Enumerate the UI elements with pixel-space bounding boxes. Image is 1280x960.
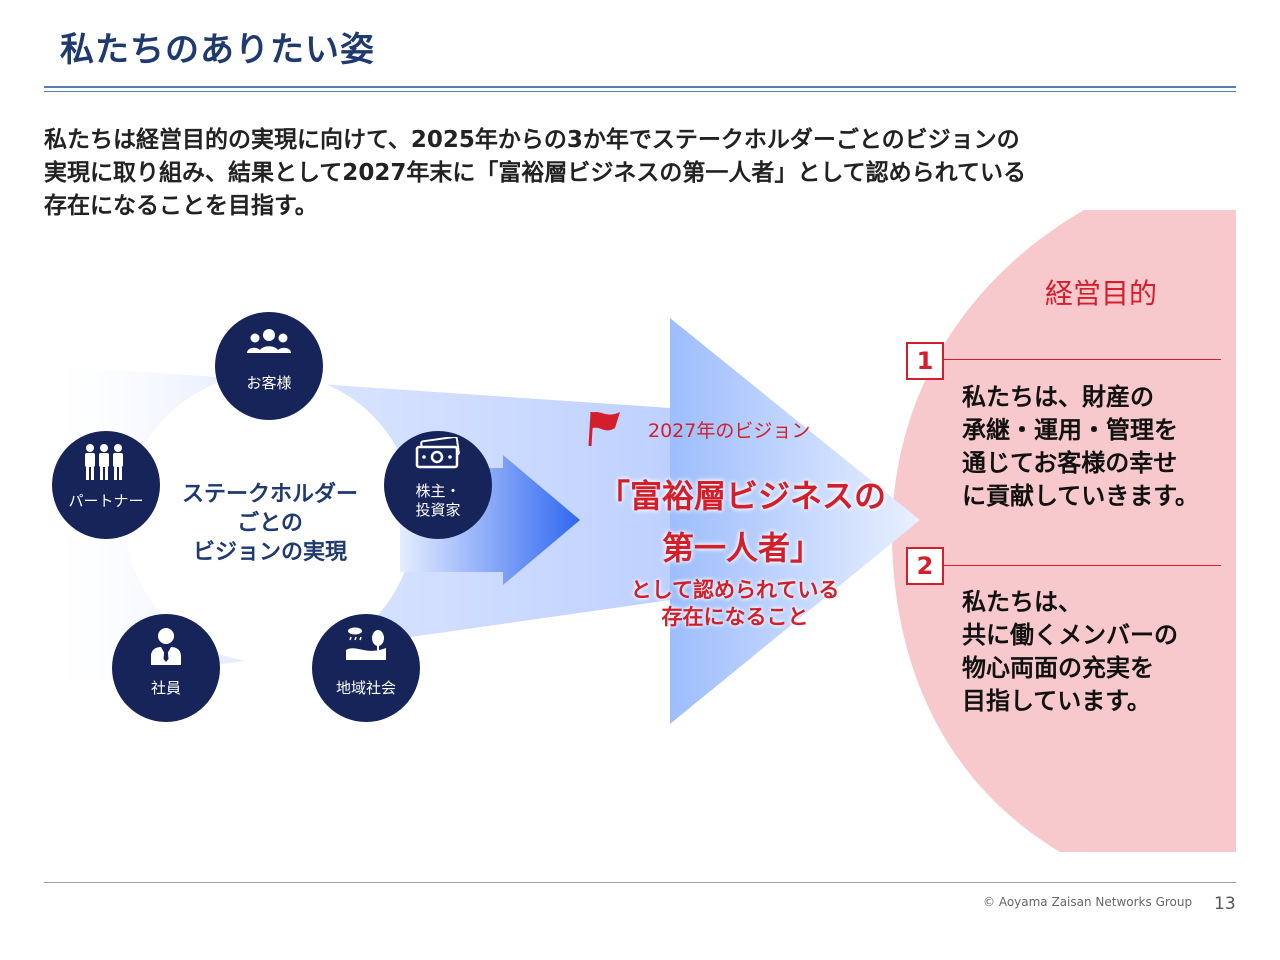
purpose-item-1-line4: に貢献していきます。 — [962, 482, 1199, 510]
purpose-rule-1 — [944, 359, 1221, 360]
hub-text-line3: ビジョンの実現 — [192, 540, 348, 565]
page-number: 13 — [1214, 894, 1236, 914]
purpose-number-1: 1 — [906, 342, 944, 380]
intro-line-1: 私たちは経営目的の実現に向けて、2025年からの3か年でステークホルダーごとのビ… — [44, 127, 1020, 153]
employees-label: 社員 — [150, 679, 182, 697]
page-title: 私たちのありたい姿 — [60, 30, 375, 70]
flag-icon — [586, 408, 626, 452]
purpose-item-2-line2: 共に働くメンバーの — [962, 621, 1178, 649]
purpose-title: 経営目的 — [1045, 277, 1158, 310]
purpose-number-2: 2 — [906, 547, 944, 585]
businessman-icon — [149, 626, 183, 670]
intro-line-3: 存在になることを目指す。 — [44, 193, 318, 219]
shareholders-label-line2: 投資家 — [415, 501, 461, 519]
team-icon — [82, 443, 126, 485]
copyright: © Aoyama Zaisan Networks Group — [983, 895, 1193, 909]
partners-label: パートナー — [68, 492, 144, 510]
purpose-item-2: 私たちは、 共に働くメンバーの 物心両面の充実を 目指しています。 — [962, 586, 1178, 718]
purpose-item-1-line2: 承継・運用・管理を — [962, 416, 1178, 444]
purpose-item-1-line1: 私たちは、財産の — [962, 383, 1154, 411]
shareholders-label-line1: 株主・ — [415, 482, 461, 500]
community-circle — [312, 614, 420, 722]
purpose-item-2-line3: 物心両面の充実を — [962, 654, 1154, 682]
purpose-item-2-line4: 目指しています。 — [962, 687, 1151, 715]
people-group-icon — [246, 327, 292, 361]
shareholders-circle — [384, 431, 492, 539]
vision-label: 2027年のビジョン — [648, 420, 811, 442]
intro-paragraph: 私たちは経営目的の実現に向けて、2025年からの3か年でステークホルダーごとのビ… — [44, 124, 1244, 223]
title-divider — [44, 86, 1236, 88]
hub-circle — [125, 373, 415, 663]
vision-main-line2: 第一人者」 — [661, 529, 823, 567]
employees-circle — [112, 614, 220, 722]
purpose-rule-2 — [944, 565, 1221, 566]
vision-sub-line2: 存在になること — [661, 605, 809, 629]
footer-divider — [44, 882, 1236, 883]
hub-text-line2: ごとの — [237, 511, 303, 536]
title-divider-thin — [44, 91, 1236, 92]
money-bill-icon — [414, 435, 462, 473]
purpose-item-2-line1: 私たちは、 — [962, 588, 1082, 616]
hub-text-line1: ステークホルダー — [181, 482, 359, 507]
shareholders-label: 株主・ 投資家 — [415, 482, 460, 520]
partners-circle — [52, 431, 160, 539]
purpose-panel — [891, 210, 1236, 852]
purpose-item-1: 私たちは、財産の 承継・運用・管理を 通じてお客様の幸せ に貢献していきます。 — [962, 381, 1199, 513]
intro-line-2: 実現に取り組み、結果として2027年末に「富裕層ビジネスの第一人者」として認めら… — [44, 160, 1026, 186]
big-vision-arrow — [670, 318, 920, 724]
customers-label: お客様 — [246, 374, 292, 392]
purpose-item-1-line3: 通じてお客様の幸せ — [962, 449, 1178, 477]
vision-main-line1: 「富裕層ビジネスの — [597, 477, 887, 515]
vision-sub-line1: として認められている — [630, 578, 840, 602]
community-label: 地域社会 — [335, 679, 397, 697]
vision-sub: として認められている 存在になること — [631, 577, 840, 631]
customers-circle — [215, 312, 323, 420]
landscape-icon — [344, 626, 388, 666]
hub-text: ステークホルダー ごとの ビジョンの実現 — [182, 480, 358, 567]
vision-main: 「富裕層ビジネスの 第一人者」 — [598, 470, 886, 574]
